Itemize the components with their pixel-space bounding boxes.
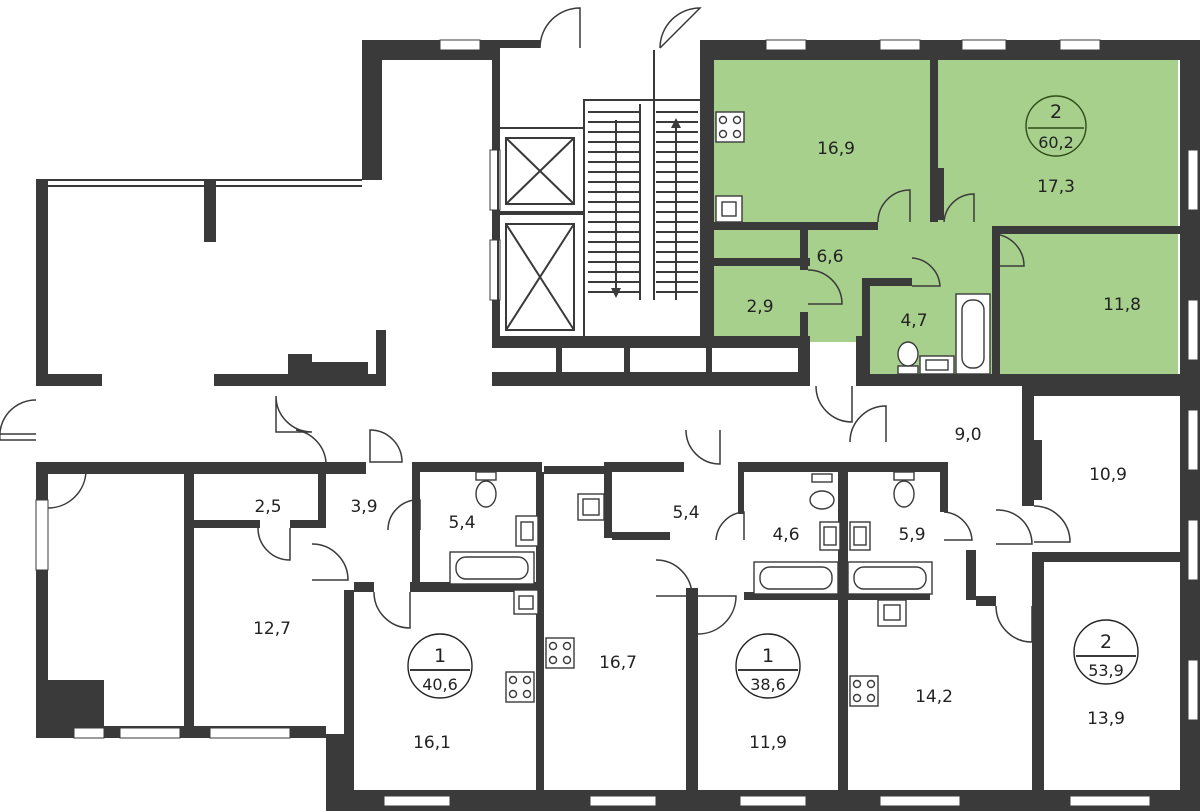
toilet-icon bbox=[897, 341, 919, 375]
apartment-rooms: 2 bbox=[1050, 101, 1062, 123]
room-area-label: 12,7 bbox=[253, 619, 291, 639]
sink-icon bbox=[819, 521, 841, 551]
bathtub-icon bbox=[753, 561, 839, 595]
apartment-badge[interactable]: 1 38,6 bbox=[735, 633, 801, 699]
apartment-area: 60,2 bbox=[1038, 133, 1074, 152]
apartment-area: 53,9 bbox=[1088, 661, 1124, 680]
windows bbox=[35, 39, 1199, 807]
apartment-badge-circle bbox=[1025, 95, 1087, 157]
room-area-label: 16,9 bbox=[817, 139, 855, 159]
room-area-label: 17,3 bbox=[1037, 177, 1075, 197]
room-area-label: 13,9 bbox=[1087, 709, 1125, 729]
room-area-labels: 16,9 17,3 6,6 2,9 4,7 11,8 9,0 10,9 2,5 … bbox=[253, 139, 1141, 753]
fixtures bbox=[449, 111, 991, 707]
room-area-label: 11,8 bbox=[1103, 295, 1141, 315]
room-area-label: 4,7 bbox=[900, 311, 927, 331]
room-area-label: 10,9 bbox=[1089, 465, 1127, 485]
sink-icon bbox=[849, 521, 871, 551]
apartment-badge-circle bbox=[407, 633, 473, 699]
sink-icon bbox=[513, 589, 539, 615]
apartment-badge[interactable]: 2 53,9 bbox=[1073, 619, 1139, 685]
apartment-badge[interactable]: 2 60,2 bbox=[1025, 95, 1087, 157]
toilet-icon bbox=[809, 473, 835, 510]
room-area-label: 14,2 bbox=[915, 687, 953, 707]
room-area-label: 11,9 bbox=[749, 733, 787, 753]
room-area-label: 5,4 bbox=[672, 503, 699, 523]
stove-icon bbox=[545, 637, 575, 669]
apartment-badge[interactable]: 1 40,6 bbox=[407, 633, 473, 699]
room-area-label: 2,5 bbox=[254, 497, 281, 517]
sink-icon bbox=[515, 515, 539, 547]
sink-icon bbox=[919, 355, 955, 375]
apartment-rooms: 2 bbox=[1100, 631, 1112, 653]
room-area-label: 16,7 bbox=[599, 653, 637, 673]
apartment-badge-circle bbox=[1073, 619, 1139, 685]
toilet-icon bbox=[475, 471, 497, 508]
room-area-label: 2,9 bbox=[746, 297, 773, 317]
apartment-area: 38,6 bbox=[750, 675, 786, 694]
stove-icon bbox=[849, 675, 879, 707]
bathtub-icon bbox=[955, 293, 991, 375]
stove-icon bbox=[715, 111, 745, 143]
apartment-area: 40,6 bbox=[422, 675, 458, 694]
stairs-and-elevators bbox=[497, 50, 703, 339]
bathtub-icon bbox=[847, 561, 933, 595]
toilet-icon bbox=[893, 471, 915, 508]
sink-icon bbox=[715, 195, 743, 223]
room-area-label: 5,4 bbox=[448, 513, 475, 533]
room-area-label: 6,6 bbox=[816, 247, 843, 267]
room-area-label: 16,1 bbox=[413, 733, 451, 753]
sink-icon bbox=[877, 599, 907, 627]
apartment-badge-circle bbox=[735, 633, 801, 699]
room-area-label: 9,0 bbox=[954, 425, 981, 445]
sink-icon bbox=[577, 493, 605, 521]
apartment-rooms: 1 bbox=[434, 645, 446, 667]
room-area-label: 4,6 bbox=[772, 525, 799, 545]
doors bbox=[0, 7, 1071, 643]
apartment-rooms: 1 bbox=[762, 645, 774, 667]
bathtub-icon bbox=[449, 551, 535, 585]
stove-icon bbox=[505, 671, 535, 703]
room-area-label: 5,9 bbox=[898, 525, 925, 545]
room-area-label: 3,9 bbox=[350, 497, 377, 517]
